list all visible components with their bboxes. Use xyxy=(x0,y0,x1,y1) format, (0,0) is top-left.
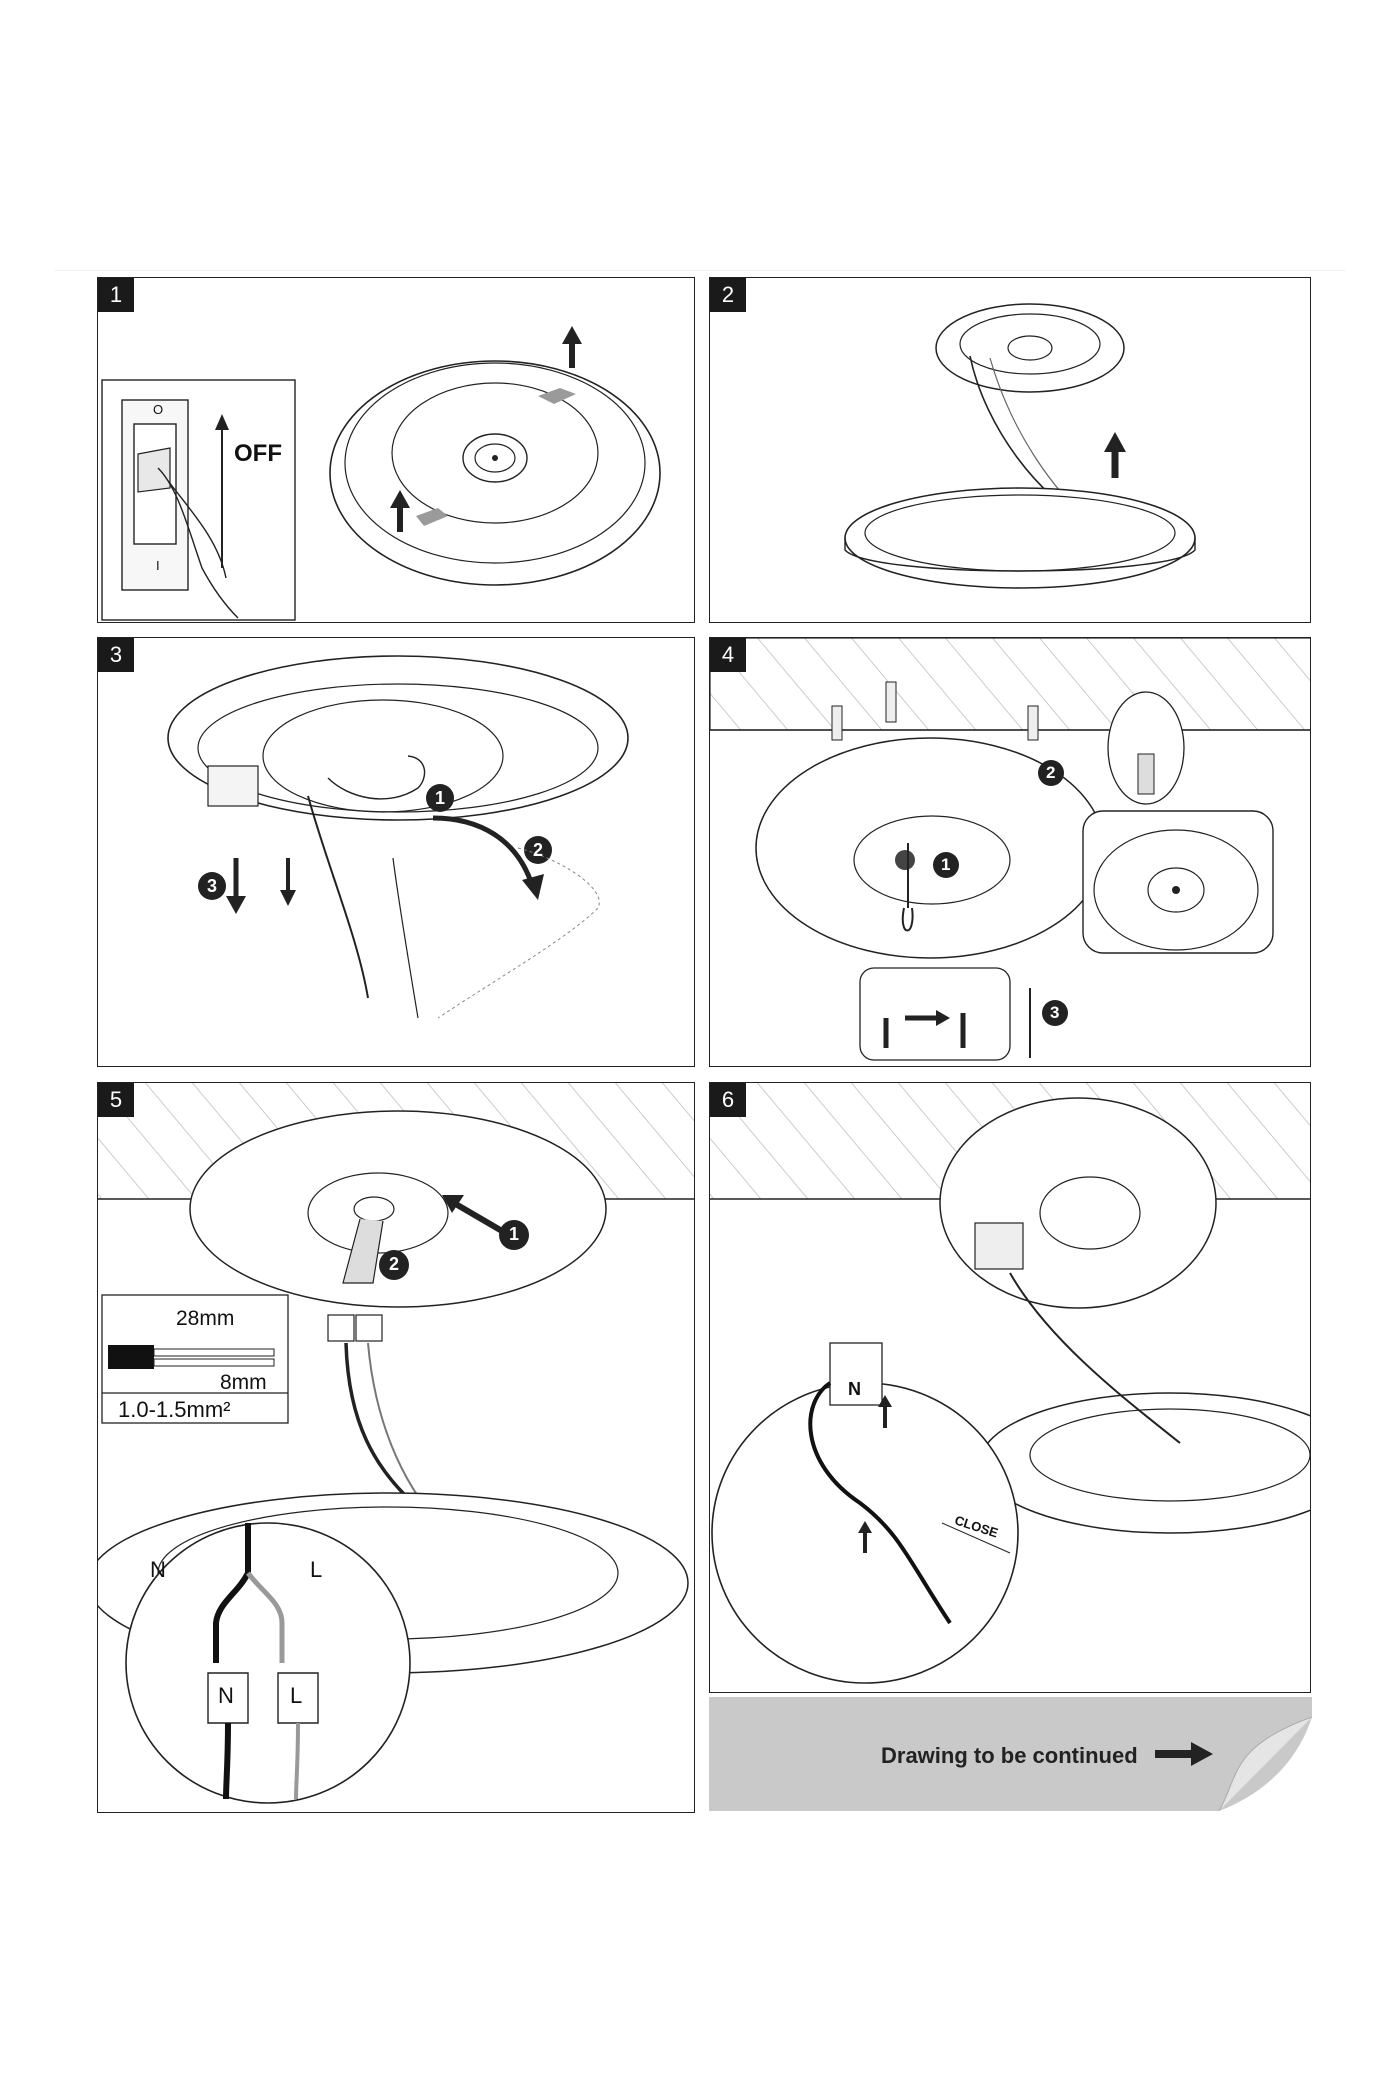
rotate-arrow-icon xyxy=(522,874,544,900)
up-arrow-icon-2 xyxy=(858,1521,872,1533)
strip-end-label: 8mm xyxy=(220,1371,267,1394)
step-4-panel: 4 1 2 3 xyxy=(709,637,1311,1067)
terminal-n-label: N xyxy=(848,1379,861,1399)
cable-sleeve xyxy=(342,1218,384,1284)
step-1-illustration xyxy=(101,326,661,621)
connector-n-label: N xyxy=(218,1683,234,1708)
step-2-number: 2 xyxy=(710,278,746,312)
lift-arrow-icon xyxy=(562,326,582,344)
step-5-illustration xyxy=(98,1083,694,1804)
lift-arrow-icon xyxy=(1104,432,1126,452)
terminal-block xyxy=(974,1222,1024,1270)
step-6-panel: 6 N CLOSE xyxy=(709,1082,1311,1693)
marker-1-label: 1 xyxy=(509,1224,520,1244)
connector-l-label: L xyxy=(290,1683,303,1708)
ceiling-hatch xyxy=(710,638,1310,731)
marker-2-label: 2 xyxy=(533,840,544,860)
connector-l xyxy=(277,1672,319,1724)
hand-icon xyxy=(327,755,426,800)
step-5-panel: 5 1 2 28mm xyxy=(97,1082,695,1813)
marker-3-label: 3 xyxy=(1050,1003,1060,1022)
off-label: OFF xyxy=(234,440,282,467)
mounting-base-plate xyxy=(391,382,599,524)
step-6-number: 6 xyxy=(710,1083,746,1117)
step-3-number: 3 xyxy=(98,638,134,672)
marker-1-badge xyxy=(426,784,454,812)
wire-section-label: 1.0-1.5mm² xyxy=(118,1397,231,1422)
step-4-number: 4 xyxy=(710,638,746,672)
step-1-number: 1 xyxy=(98,278,134,312)
screw-detail-inset xyxy=(859,967,1011,1061)
down-arrow-icon-2 xyxy=(280,890,296,906)
up-arrow-icon xyxy=(878,1395,892,1407)
base-plate-on-ceiling xyxy=(939,1097,1217,1309)
wall-plug-3 xyxy=(1027,705,1039,741)
continue-text: Drawing to be continued xyxy=(881,1743,1138,1768)
screwdriver-icon xyxy=(901,843,914,932)
wall-plug xyxy=(831,705,843,741)
step-6-illustration xyxy=(710,1083,1310,1684)
switch-inset-frame xyxy=(101,379,296,621)
marker-2-badge xyxy=(524,836,552,864)
cable-wire xyxy=(1009,1272,1181,1444)
wiring-detail-circle xyxy=(125,1522,411,1804)
lamp-underside xyxy=(167,655,629,821)
lamp-body xyxy=(979,1392,1310,1534)
mounting-plate xyxy=(262,699,504,813)
screw-head xyxy=(895,850,915,870)
down-arrow-icon xyxy=(226,896,246,914)
terminal-n xyxy=(327,1314,355,1342)
continue-banner: Drawing to be continued xyxy=(709,1697,1312,1811)
lamp-body xyxy=(844,487,1196,589)
up-arrow-icon xyxy=(215,414,229,430)
page-top-rule xyxy=(55,270,1345,271)
marker-1-label: 1 xyxy=(435,788,446,808)
terminal-block xyxy=(207,765,259,807)
step-2-panel: 2 xyxy=(709,277,1311,623)
strip-length-label: 28mm xyxy=(176,1307,235,1330)
marker-1-badge xyxy=(933,852,959,878)
connector-n xyxy=(207,1672,249,1724)
switch-on-mark: O xyxy=(153,402,164,417)
right-arrow-icon xyxy=(936,1010,950,1026)
step-1-panel: 1 O I OFF xyxy=(97,277,695,623)
marker-3-badge xyxy=(1042,1000,1068,1026)
step-4-illustration xyxy=(710,638,1310,1061)
mains-cable xyxy=(307,795,369,999)
live-wire-detail xyxy=(246,1571,285,1663)
switch-lever xyxy=(137,447,171,493)
marker-3-badge xyxy=(198,872,226,900)
step-5-number: 5 xyxy=(98,1083,134,1117)
switch-off-mark: I xyxy=(156,558,160,573)
marker-1-label: 1 xyxy=(941,855,951,874)
terminal-detail xyxy=(829,1342,883,1406)
cable-jacket xyxy=(108,1345,154,1369)
marker-3-label: 3 xyxy=(207,876,218,896)
push-arrow-icon xyxy=(442,1195,464,1213)
safety-cord-dashed xyxy=(437,847,600,1019)
step-3-illustration xyxy=(167,655,629,1019)
banner-background xyxy=(709,1697,1312,1811)
live-label: L xyxy=(310,1557,323,1582)
lamp-outer-ring xyxy=(329,360,661,586)
step-2-illustration xyxy=(844,303,1196,589)
tape-strip-bottom xyxy=(416,508,448,526)
neutral-label: N xyxy=(150,1557,166,1582)
lift-arrow-icon-2 xyxy=(390,490,410,508)
neutral-wire-detail xyxy=(808,1381,952,1625)
right-arrow-icon xyxy=(1155,1742,1213,1766)
step-3-panel: 3 1 2 3 xyxy=(97,637,695,1067)
marker-2-label: 2 xyxy=(389,1254,400,1274)
marker-2-badge xyxy=(1038,760,1064,786)
marker-1-badge xyxy=(499,1220,529,1250)
base-plate-on-ceiling xyxy=(189,1110,607,1308)
base-plate-lifted xyxy=(935,303,1125,393)
tape-strip-top xyxy=(538,388,576,404)
marker-2-badge xyxy=(379,1250,409,1280)
terminal-l xyxy=(355,1314,383,1342)
drill-bit-inset xyxy=(1107,691,1185,805)
marker-2-label: 2 xyxy=(1046,763,1056,782)
wall-plug-2 xyxy=(885,681,897,723)
